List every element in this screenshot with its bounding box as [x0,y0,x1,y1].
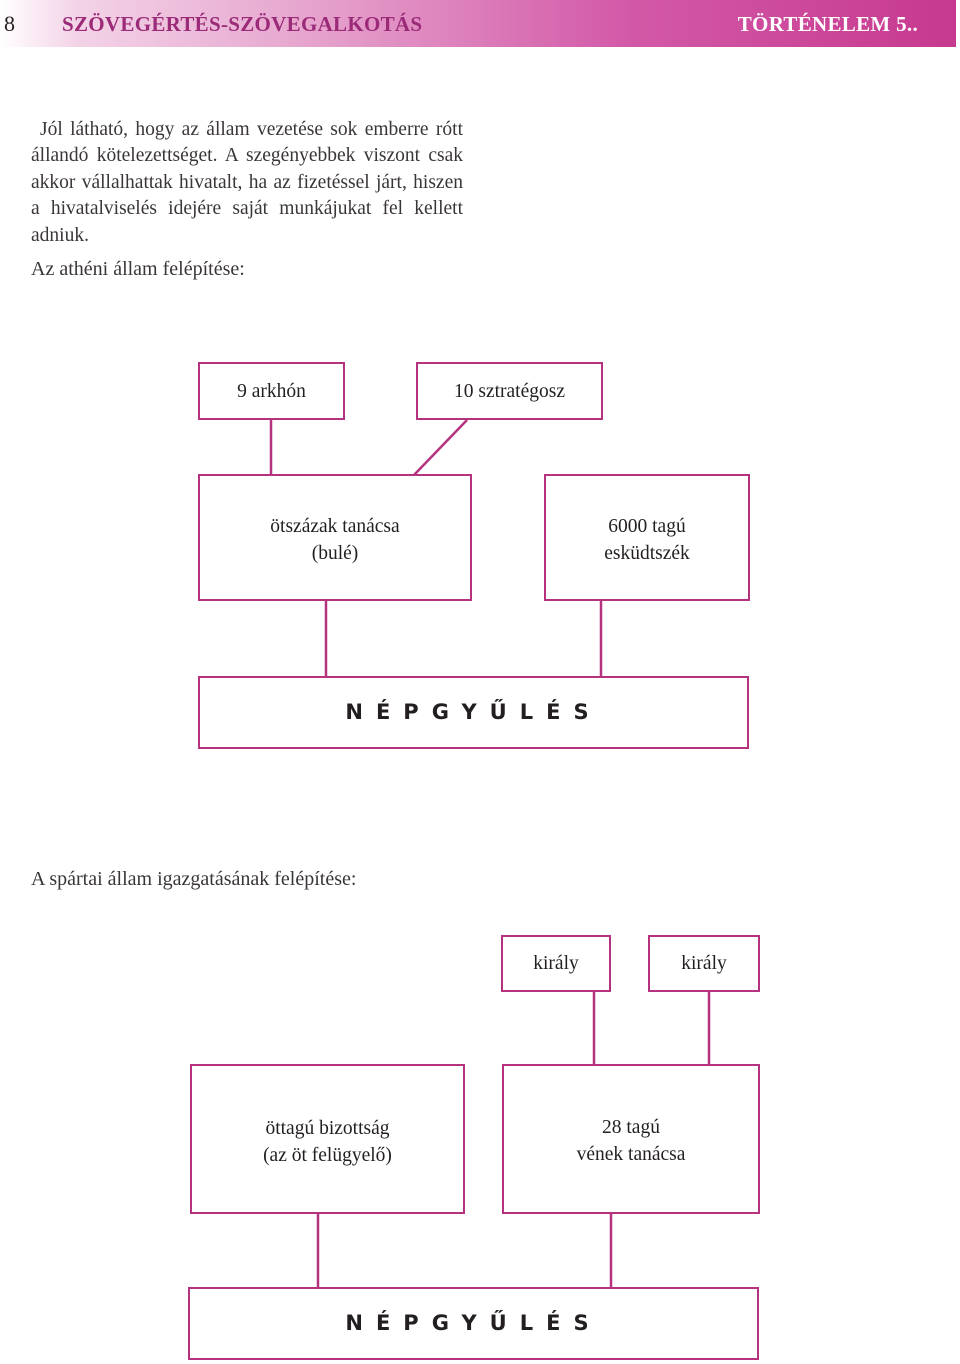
ephors-label-line2: (az öt felügyelő) [263,1145,392,1166]
ephors-box: öttagú bizottság (az öt felügyelő) [190,1064,465,1214]
athens-heading: Az athéni állam felépítése: [31,258,245,280]
elders-label-line2: vének tanácsa [576,1144,686,1165]
sparta-heading: A spártai állam igazgatásának felépítése… [31,868,357,890]
king1-label: király [533,953,579,974]
archons-box: 9 arkhón [198,362,345,420]
header-title: SZÖVEGÉRTÉS-SZÖVEGALKOTÁS [62,12,423,36]
court-label-line2: esküdtszék [604,543,690,564]
elders-label-line1: 28 tagú [602,1117,660,1138]
connector-strategoi-council [413,419,468,476]
king1-box: király [501,935,611,992]
king2-box: király [648,935,760,992]
page-header: 8 SZÖVEGÉRTÉS-SZÖVEGALKOTÁS TÖRTÉNELEM 5… [0,0,956,47]
court-box: 6000 tagú esküdtszék [544,474,750,601]
strategoi-label: 10 sztratégosz [453,380,565,402]
sparta-assembly-box: NÉPGYŰLÉS [188,1287,759,1360]
header-subject: TÖRTÉNELEM 5.. [737,12,918,36]
athens-assembly-box: NÉPGYŰLÉS [198,676,749,749]
sparta-assembly-label: NÉPGYŰLÉS [345,1311,602,1335]
council-box: ötszázak tanácsa (bulé) [198,474,472,601]
ephors-label-line1: öttagú bizottság [265,1118,390,1139]
archons-label: 9 arkhón [237,380,306,402]
athens-assembly-label: NÉPGYŰLÉS [345,700,602,724]
elders-box: 28 tagú vének tanácsa [502,1064,760,1214]
council-label-line1: ötszázak tanácsa [270,516,400,537]
court-label-line1: 6000 tagú [608,516,686,537]
king2-label: király [681,953,727,974]
council-label-line2: (bulé) [311,543,359,564]
page-number: 8 [4,11,15,36]
intro-paragraph: Jól látható, hogy az állam vezetése sok … [31,118,463,246]
strategoi-box: 10 sztratégosz [416,362,603,420]
